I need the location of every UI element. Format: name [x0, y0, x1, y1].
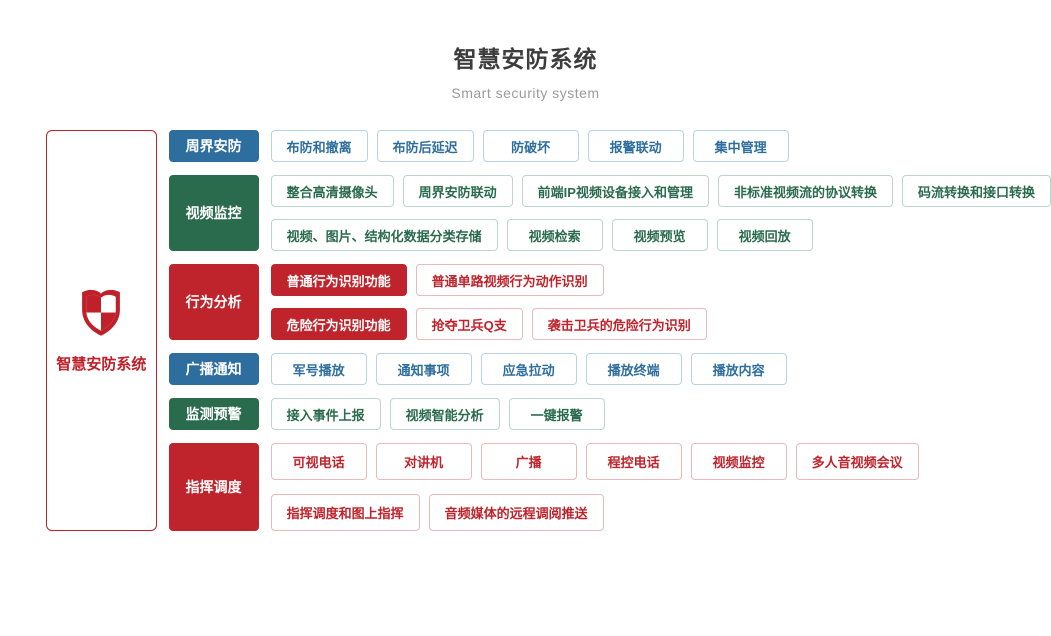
shield-icon [82, 289, 121, 336]
feature-item: 袭击卫兵的危险行为识别 [531, 308, 707, 340]
feature-item: 普通单路视频行为动作识别 [415, 264, 604, 296]
feature-item: 周界安防联动 [402, 175, 513, 207]
feature-item: 军号播放 [270, 353, 367, 385]
category-label-broadcast-notice: 广播通知 [168, 353, 259, 385]
feature-item: 程控电话 [585, 443, 682, 480]
feature-line: 布防和撤离布防后延迟防破坏报警联动集中管理 [270, 130, 789, 162]
header: 智慧安防系统 Smart security system [0, 0, 1051, 101]
feature-lines: 普通行为识别功能普通单路视频行为动作识别危险行为识别功能抢夺卫兵Q支袭击卫兵的危… [270, 264, 707, 340]
feature-item: 集中管理 [692, 130, 789, 162]
feature-lines: 整合高清摄像头周界安防联动前端IP视频设备接入和管理非标准视频流的协议转换码流转… [270, 175, 1051, 251]
feature-item: 视频预览 [611, 219, 708, 251]
feature-item: 应急拉动 [480, 353, 577, 385]
feature-item: 视频监控 [690, 443, 787, 480]
feature-item: 非标准视频流的协议转换 [717, 175, 893, 207]
category-label-video-surveillance: 视频监控 [168, 175, 259, 251]
feature-item: 整合高清摄像头 [270, 175, 394, 207]
feature-item: 通知事项 [375, 353, 472, 385]
feature-item: 播放终端 [585, 353, 682, 385]
feature-item: 抢夺卫兵Q支 [415, 308, 523, 340]
sections: 周界安防布防和撤离布防后延迟防破坏报警联动集中管理视频监控整合高清摄像头周界安防… [168, 130, 1051, 531]
feature-item: 防破坏 [482, 130, 579, 162]
page-subtitle: Smart security system [451, 85, 600, 101]
feature-item: 广播 [480, 443, 577, 480]
feature-item: 接入事件上报 [270, 398, 381, 430]
feature-item: 指挥调度和图上指挥 [270, 494, 420, 531]
feature-item: 对讲机 [375, 443, 472, 480]
feature-line: 危险行为识别功能抢夺卫兵Q支袭击卫兵的危险行为识别 [270, 308, 707, 340]
feature-lines: 布防和撤离布防后延迟防破坏报警联动集中管理 [270, 130, 789, 162]
feature-item: 前端IP视频设备接入和管理 [521, 175, 709, 207]
root-label: 智慧安防系统 [56, 356, 147, 373]
feature-line: 可视电话对讲机广播程控电话视频监控多人音视频会议 [270, 443, 919, 480]
feature-item: 视频回放 [716, 219, 813, 251]
feature-line: 军号播放通知事项应急拉动播放终端播放内容 [270, 353, 787, 385]
category-label-perimeter-security: 周界安防 [168, 130, 259, 162]
section-perimeter-security: 周界安防布防和撤离布防后延迟防破坏报警联动集中管理 [168, 130, 1051, 162]
category-label-monitor-warning: 监测预警 [168, 398, 259, 430]
feature-line: 整合高清摄像头周界安防联动前端IP视频设备接入和管理非标准视频流的协议转换码流转… [270, 175, 1051, 207]
feature-line: 指挥调度和图上指挥音频媒体的远程调阅推送 [270, 494, 919, 531]
section-command-dispatch: 指挥调度可视电话对讲机广播程控电话视频监控多人音视频会议指挥调度和图上指挥音频媒… [168, 443, 1051, 531]
feature-line: 普通行为识别功能普通单路视频行为动作识别 [270, 264, 707, 296]
feature-item: 视频检索 [506, 219, 603, 251]
feature-item: 布防后延迟 [376, 130, 474, 162]
feature-item: 布防和撤离 [270, 130, 368, 162]
section-behavior-analysis: 行为分析普通行为识别功能普通单路视频行为动作识别危险行为识别功能抢夺卫兵Q支袭击… [168, 264, 1051, 340]
root-node: 智慧安防系统 [46, 130, 157, 531]
feature-item: 危险行为识别功能 [270, 308, 407, 340]
category-label-command-dispatch: 指挥调度 [168, 443, 259, 531]
feature-line: 视频、图片、结构化数据分类存储视频检索视频预览视频回放 [270, 219, 1051, 251]
feature-item: 视频智能分析 [389, 398, 500, 430]
section-video-surveillance: 视频监控整合高清摄像头周界安防联动前端IP视频设备接入和管理非标准视频流的协议转… [168, 175, 1051, 251]
feature-item: 一键报警 [508, 398, 605, 430]
feature-item: 码流转换和接口转换 [901, 175, 1051, 207]
feature-item: 可视电话 [270, 443, 367, 480]
feature-lines: 可视电话对讲机广播程控电话视频监控多人音视频会议指挥调度和图上指挥音频媒体的远程… [270, 443, 919, 531]
feature-line: 接入事件上报视频智能分析一键报警 [270, 398, 605, 430]
category-label-behavior-analysis: 行为分析 [168, 264, 259, 340]
feature-item: 播放内容 [690, 353, 787, 385]
page: 智慧安防系统 Smart security system 智慧安防系统 周界安防… [0, 0, 1051, 531]
diagram: 智慧安防系统 周界安防布防和撤离布防后延迟防破坏报警联动集中管理视频监控整合高清… [46, 130, 1051, 531]
section-monitor-warning: 监测预警接入事件上报视频智能分析一键报警 [168, 398, 1051, 430]
feature-lines: 军号播放通知事项应急拉动播放终端播放内容 [270, 353, 787, 385]
feature-item: 普通行为识别功能 [270, 264, 407, 296]
page-title: 智慧安防系统 [453, 46, 598, 72]
feature-item: 视频、图片、结构化数据分类存储 [270, 219, 498, 251]
feature-lines: 接入事件上报视频智能分析一键报警 [270, 398, 605, 430]
feature-item: 音频媒体的远程调阅推送 [428, 494, 604, 531]
feature-item: 多人音视频会议 [795, 443, 919, 480]
section-broadcast-notice: 广播通知军号播放通知事项应急拉动播放终端播放内容 [168, 353, 1051, 385]
feature-item: 报警联动 [587, 130, 684, 162]
